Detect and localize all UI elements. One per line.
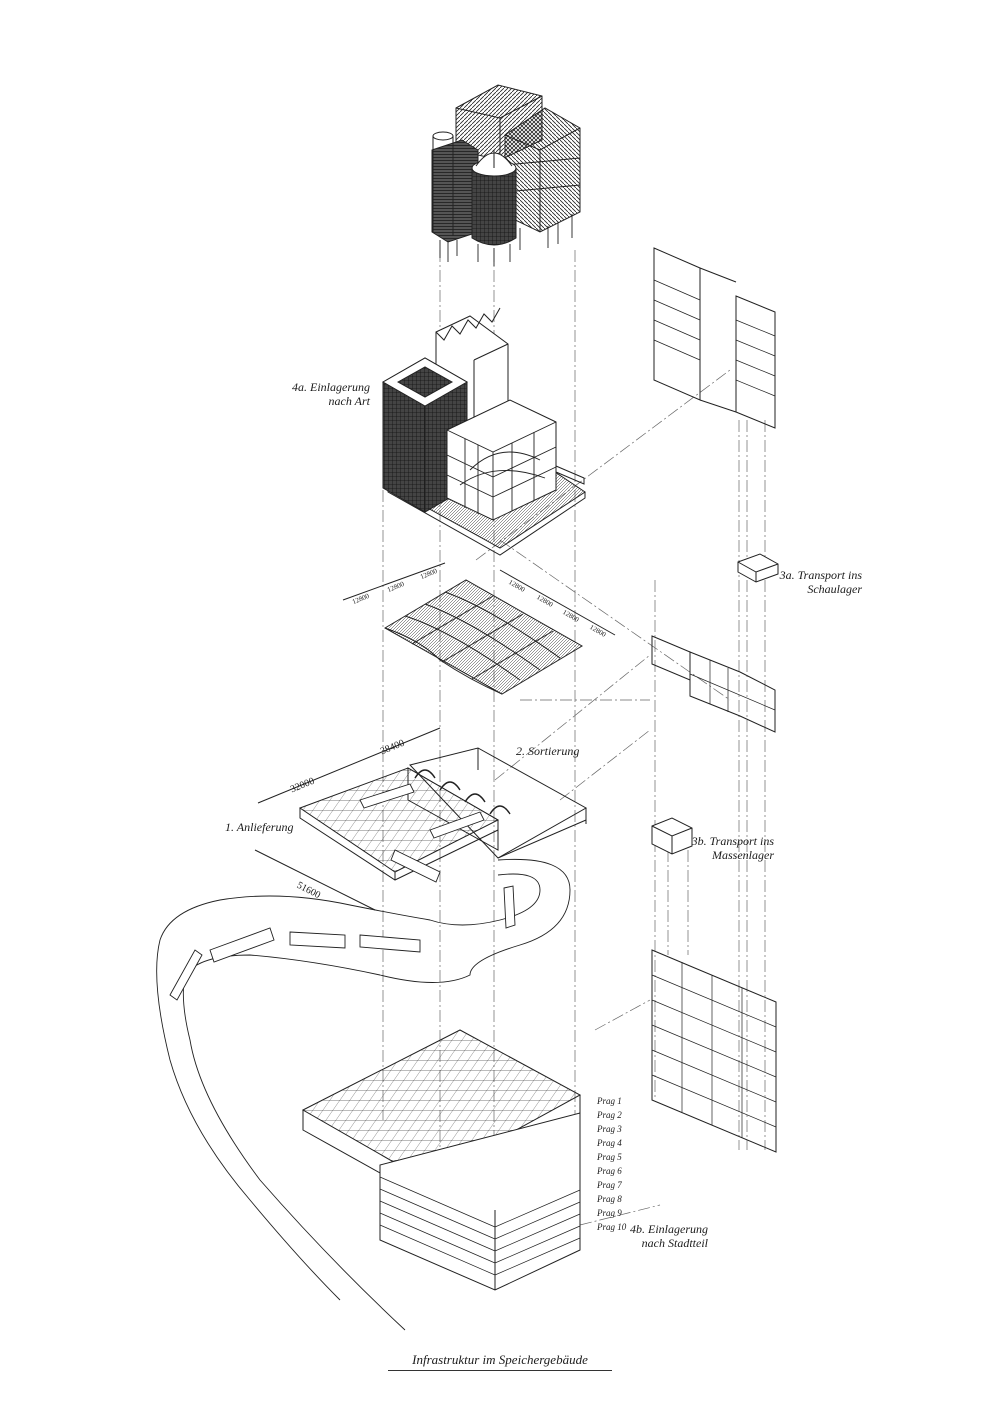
prag-level-6: Prag 6 (597, 1166, 622, 1176)
prag-level-8: Prag 8 (597, 1194, 622, 1204)
prag-level-10: Prag 10 (597, 1222, 627, 1232)
label-anlieferung: 1. Anlieferung (225, 820, 294, 834)
building-cluster-top (431, 84, 581, 266)
label-transport-schaulager-line1: 3a. Transport ins (779, 568, 862, 582)
label-transport-schaulager: 3a. Transport ins Schaulager (770, 568, 862, 596)
prag-level-9: Prag 9 (597, 1208, 622, 1218)
caption-underline (388, 1370, 612, 1371)
shelving-schaulager (653, 247, 776, 429)
building-einlagerung-art (381, 307, 586, 556)
transport-box-3b (651, 817, 693, 855)
label-transport-massenlager-line2: Massenlager (712, 848, 774, 862)
label-transport-massenlager-line1: 3b. Transport ins (691, 834, 774, 848)
road (156, 858, 571, 1331)
sortation-hall (254, 727, 588, 911)
label-einlagerung-art-line1: 4a. Einlagerung (292, 380, 370, 394)
label-einlagerung-stadtteil-line2: nach Stadtteil (641, 1236, 708, 1250)
prag-level-5: Prag 5 (597, 1152, 622, 1162)
shelving-massenlager (651, 949, 777, 1153)
diagram-caption: Infrastruktur im Speichergebäude (412, 1352, 588, 1367)
prag-level-4: Prag 4 (597, 1138, 622, 1148)
shelving-middle (651, 635, 776, 733)
label-einlagerung-stadtteil-line1: 4b. Einlagerung (630, 1222, 708, 1236)
label-transport-schaulager-line2: Schaulager (807, 582, 862, 596)
transport-box-3a (737, 553, 779, 583)
prag-level-1: Prag 1 (597, 1096, 622, 1106)
storage-block-bottom (301, 1029, 582, 1291)
label-einlagerung-stadtteil: 4b. Einlagerung nach Stadtteil (610, 1222, 708, 1250)
prag-level-3: Prag 3 (597, 1124, 622, 1134)
label-einlagerung-art-line2: nach Art (328, 394, 370, 408)
prag-level-2: Prag 2 (597, 1110, 622, 1120)
label-sortierung: 2. Sortierung (516, 744, 580, 758)
label-einlagerung-art: 4a. Einlagerung nach Art (270, 380, 370, 408)
prag-level-7: Prag 7 (597, 1180, 622, 1190)
label-transport-massenlager: 3b. Transport ins Massenlager (686, 834, 774, 862)
roof-grid (342, 562, 616, 695)
